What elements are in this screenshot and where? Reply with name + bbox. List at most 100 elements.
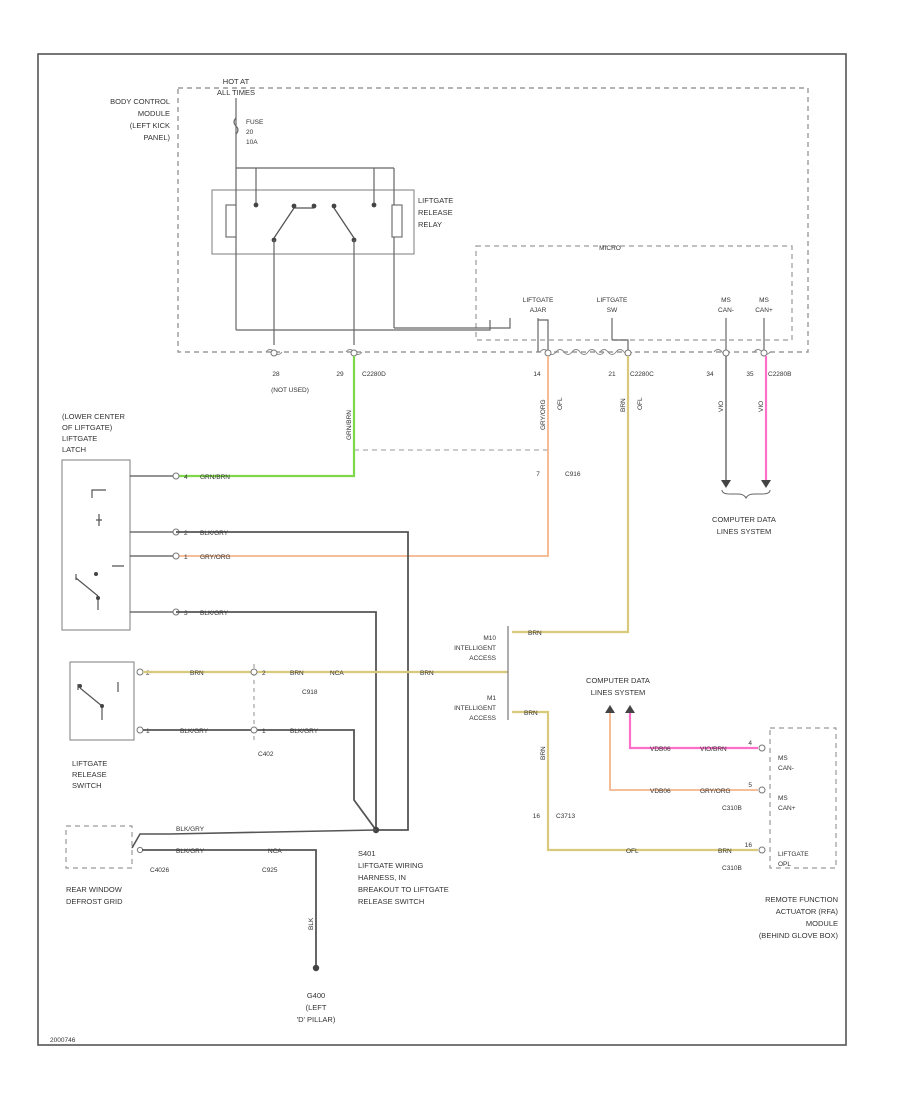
rfa-pin-can-plus-1: MS [778, 795, 788, 802]
rfa-module-box [769, 727, 837, 869]
wire-brn-top [512, 356, 630, 634]
rfa-pin-4-num: 4 [748, 740, 752, 747]
relay-label-2: RELEASE [418, 208, 453, 217]
ia-bot-1: M1 [487, 695, 496, 702]
c402-label: C402 [258, 751, 274, 758]
bcm-label-4: PANEL) [143, 133, 170, 142]
wire-brn-label-5: BRN [524, 710, 538, 717]
c918-label: C918 [302, 689, 318, 696]
rfa-pin-16-num: 16 [745, 842, 753, 849]
ground-label-1: G400 [307, 991, 325, 1000]
c3713-pin: 16 [533, 813, 541, 820]
svg-text:2: 2 [262, 670, 266, 677]
can-arrow-right [761, 480, 771, 488]
wire-blk-gry-defrost [169, 829, 377, 835]
wire-brn-label-v: BRN [620, 398, 627, 412]
svg-text:1: 1 [262, 728, 266, 735]
can-arrow-left [721, 480, 731, 488]
ia-bot-2: INTELLIGENT [454, 705, 496, 712]
wire-brn-rfa [512, 710, 758, 852]
fuse-label-1: FUSE [246, 119, 264, 126]
bcm-pin-connectors [270, 349, 768, 357]
splice-label-4: BREAKOUT TO LIFTGATE [358, 885, 449, 894]
latch-pin-2: 2 [184, 530, 188, 537]
wire-blk-gry-switch [143, 729, 377, 831]
connector-c2280b: C2280B [768, 371, 792, 378]
pin-28-note: (NOT USED) [271, 387, 309, 394]
pin-ms-canminus-2: CAN- [718, 307, 734, 314]
rfa-pin-can-minus-2: CAN- [778, 765, 794, 772]
release-switch-label-3: SWITCH [72, 781, 102, 790]
wire-rfa-can-minus [609, 713, 758, 791]
latch-label-2: OF LIFTGATE) [62, 423, 113, 432]
pin-ms-canplus-1: MS [759, 297, 769, 304]
rfa-label-2: ACTUATOR (RFA) [776, 907, 839, 916]
diagram-frame [37, 53, 847, 1046]
rfa-pin-liftgate-2: OPL [778, 861, 791, 868]
splice-label-5: RELEASE SWITCH [358, 897, 424, 906]
fuse-label-3: 10A [246, 139, 258, 146]
svg-text:2: 2 [146, 670, 150, 677]
wire-blk-gry-latch-2 [176, 531, 409, 831]
diagram-code: 2000746 [50, 1037, 76, 1044]
fuse-label-2: 20 [246, 129, 254, 136]
connector-c2280d: C2280D [362, 371, 386, 378]
micro-label: MICRO [599, 245, 621, 252]
c4026-label: C4026 [150, 867, 170, 874]
wire-blk-gry-latch-3 [176, 611, 377, 830]
rfa-wire-label-1: VDB06 [650, 746, 671, 753]
rfa-wire-label-2b: GRY/ORG [700, 788, 731, 795]
latch-label-3: LIFTGATE [62, 434, 97, 443]
splice-label-2: LIFTGATE WIRING [358, 861, 423, 870]
wire-blk-gry-label-6: BLK/GRY [176, 848, 205, 855]
wire-blk-gry-label-2: BLK/GRY [200, 610, 229, 617]
relay-label-1: LIFTGATE [418, 196, 453, 205]
wire-gry-org-label-h: GRY/ORG [200, 554, 231, 561]
wire-rfa-can-plus [628, 713, 758, 750]
bcm-label-3: (LEFT KICK [130, 121, 170, 130]
ia-top-1: M10 [483, 635, 496, 642]
release-switch-label-2: RELEASE [72, 770, 107, 779]
pin-liftgate-ajar-2: AJAR [530, 307, 547, 314]
ia-bot-3: ACCESS [469, 715, 496, 722]
pin-35: 35 [746, 371, 754, 378]
splice-label-1: S401 [358, 849, 376, 858]
wire-grn-brn-label-h: GRN/BRN [200, 474, 230, 481]
ia-top-3: ACCESS [469, 655, 496, 662]
c916-pin: 7 [536, 471, 540, 478]
ground-label-3: 'D' PILLAR) [297, 1015, 336, 1024]
bcm-label-1: BODY CONTROL [110, 97, 170, 106]
liftgate-release-switch-box [69, 661, 135, 741]
wire-blk-gry-label-5: BLK/GRY [176, 826, 205, 833]
latch-switch-top [91, 489, 106, 526]
ia-top-2: INTELLIGENT [454, 645, 496, 652]
wire-blk-gry-label-1: BLK/GRY [200, 530, 229, 537]
computer-data-lines-b-2: LINES SYSTEM [591, 688, 646, 697]
latch-switch-bottom [75, 565, 124, 610]
wire-ofl-label-h: OFL [626, 848, 639, 855]
can-brace [721, 489, 771, 500]
wire-ofl-label-v: OFL [557, 397, 564, 410]
wire-grn-brn [176, 356, 356, 478]
computer-data-lines-2: LINES SYSTEM [717, 527, 772, 536]
wire-blk-label: BLK [308, 917, 315, 930]
rear-defrost-label-2: DEFROST GRID [66, 897, 123, 906]
wire-brn-label-6: BRN [540, 746, 547, 760]
wire-brn-label-3: BRN [290, 670, 304, 677]
wire-ofl-label-v2: OFL [637, 397, 644, 410]
relay-coil-right [391, 204, 403, 238]
rfa-pin-liftgate-1: LIFTGATE [778, 851, 809, 858]
wire-gry-org-label-v: GRY/ORG [540, 399, 547, 430]
pin-29: 29 [336, 371, 344, 378]
pin-21: 21 [608, 371, 616, 378]
splice-label-3: HARNESS, IN [358, 873, 406, 882]
micro-box [475, 245, 793, 341]
pin-14: 14 [533, 371, 541, 378]
wire-gry-org [176, 356, 549, 557]
pin-liftgate-sw-1: LIFTGATE [597, 297, 628, 304]
ground-label-2: (LEFT [306, 1003, 327, 1012]
svg-text:1: 1 [146, 728, 150, 735]
fuse-symbol [233, 117, 239, 135]
